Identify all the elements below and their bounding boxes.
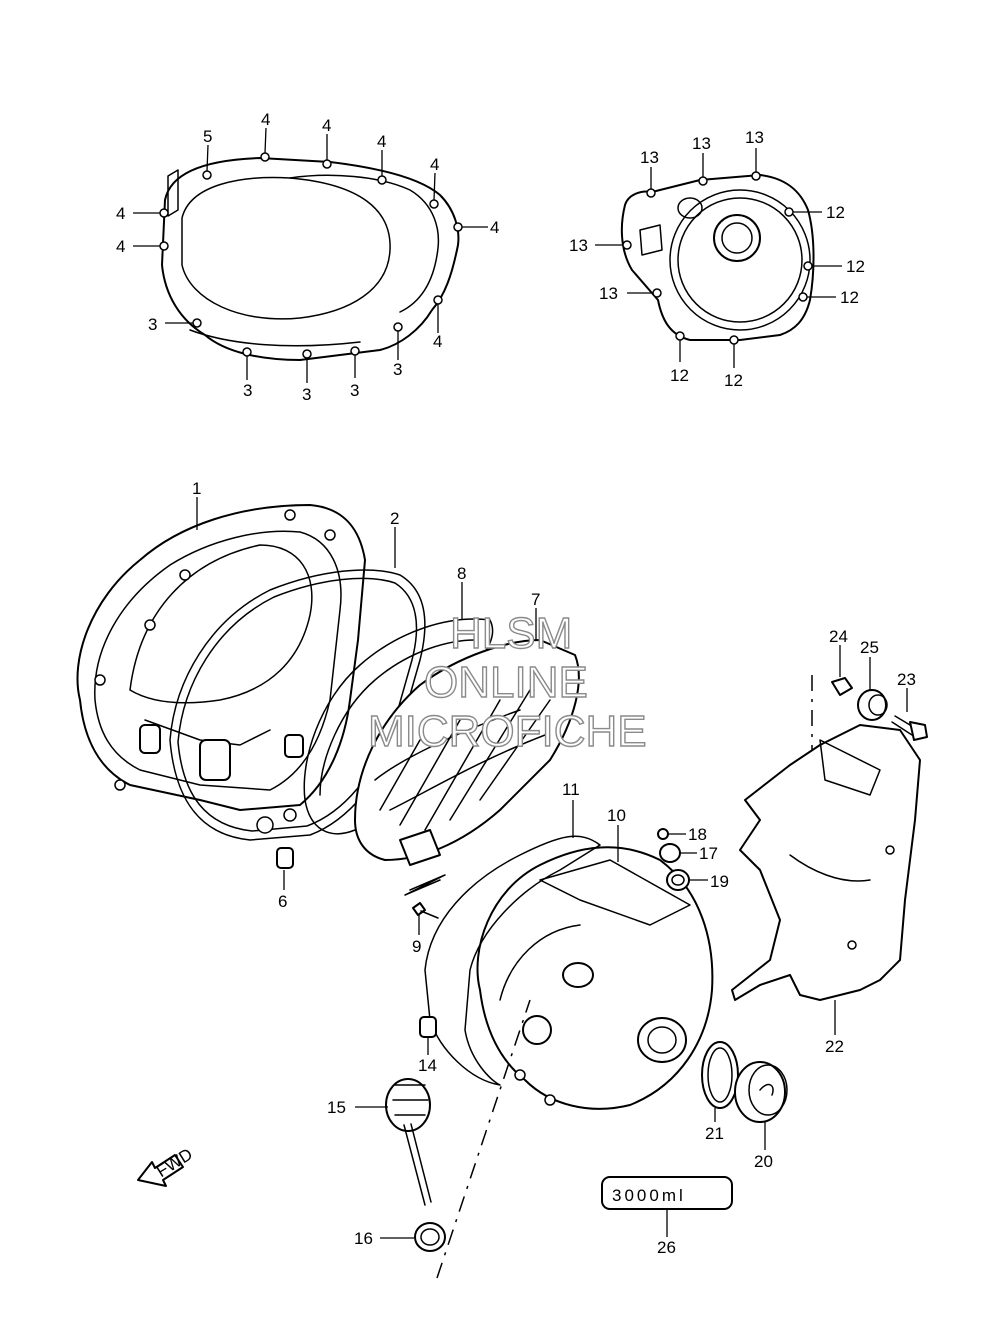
- callout-12: 12: [840, 288, 859, 307]
- callout-25: 25: [860, 638, 879, 657]
- callout-12: 12: [846, 257, 865, 276]
- dowel-part-6: [276, 847, 294, 890]
- callout-4: 4: [377, 132, 386, 151]
- callout-4: 4: [322, 116, 331, 135]
- callout-3: 3: [350, 381, 359, 400]
- callout-19: 19: [710, 872, 729, 891]
- callout-11: 11: [562, 780, 580, 799]
- generator-cover-top-view: [620, 174, 815, 341]
- clutch-cover-top-view: [161, 157, 460, 361]
- watermark: HLSM ONLINE MICROFICHE: [367, 608, 647, 756]
- watermark-line-3: MICROFICHE: [368, 707, 647, 756]
- gasket-part-2: [169, 569, 426, 841]
- oil-quantity-box-part-26: 3000ml: [601, 1176, 733, 1237]
- callout-3: 3: [148, 315, 157, 334]
- leaders-top-left: [133, 127, 488, 383]
- watermark-line-2: ONLINE: [424, 658, 588, 707]
- callout-13: 13: [569, 236, 588, 255]
- callout-18: 18: [688, 825, 707, 844]
- oil-quantity-text: 3000ml: [612, 1186, 686, 1205]
- callout-4: 4: [490, 218, 499, 237]
- o-ring-part-16: [380, 1222, 446, 1252]
- forward-arrow-icon: FWD: [137, 1144, 196, 1187]
- plate-part-7: [354, 639, 580, 866]
- callout-13: 13: [640, 148, 659, 167]
- callout-9: 9: [412, 937, 421, 956]
- callout-4: 4: [116, 237, 125, 256]
- callout-21: 21: [705, 1124, 724, 1143]
- callout-6: 6: [278, 892, 287, 911]
- small-parts-17-18-19: [657, 828, 708, 891]
- watermark-line-1: HLSM: [450, 609, 572, 658]
- callout-4: 4: [116, 204, 125, 223]
- generator-cover-part-10: [476, 846, 714, 1110]
- callout-13: 13: [599, 284, 618, 303]
- leaders-main: [196, 497, 619, 862]
- parts-24-25: [831, 645, 888, 721]
- gasket-part-11: [424, 800, 601, 1086]
- oil-filler-cap-part-15: [355, 1078, 432, 1206]
- callout-5: 5: [203, 127, 212, 146]
- callout-7: 7: [531, 590, 540, 609]
- cover-bolts-top-right: [622, 171, 813, 345]
- callout-3: 3: [302, 385, 311, 404]
- callout-14: 14: [418, 1056, 437, 1075]
- clutch-cover-part-1: [76, 504, 366, 811]
- callout-17: 17: [699, 844, 718, 863]
- callout-3: 3: [393, 360, 402, 379]
- callout-labels: 5 4 4 4 4 4 4 3 3 3 3 3 4 4 13 13 13 12 …: [116, 110, 916, 1257]
- callout-12: 12: [670, 366, 689, 385]
- callout-8: 8: [457, 564, 466, 583]
- callout-15: 15: [327, 1098, 346, 1117]
- callout-3: 3: [243, 381, 252, 400]
- callout-12: 12: [826, 203, 845, 222]
- callout-1: 1: [192, 479, 201, 498]
- callout-4: 4: [433, 332, 442, 351]
- leaders-top-right: [595, 148, 842, 368]
- callout-22: 22: [825, 1037, 844, 1056]
- callout-2: 2: [390, 509, 399, 528]
- callout-13: 13: [692, 134, 711, 153]
- bolt-part-23: [891, 688, 928, 741]
- callout-13: 13: [745, 128, 764, 147]
- outer-cover-part-22: [731, 724, 921, 1035]
- fwd-label: FWD: [153, 1144, 196, 1181]
- dowel-part-14: [419, 1016, 437, 1055]
- callout-26: 26: [657, 1238, 676, 1257]
- callout-24: 24: [829, 627, 848, 646]
- callout-4: 4: [261, 110, 270, 129]
- callout-23: 23: [897, 670, 916, 689]
- callout-20: 20: [754, 1152, 773, 1171]
- callout-12: 12: [724, 371, 743, 390]
- callout-4: 4: [430, 155, 439, 174]
- callout-16: 16: [354, 1229, 373, 1248]
- assembly-line-15: [436, 999, 531, 1279]
- callout-10: 10: [607, 806, 626, 825]
- o-ring-part-21: [701, 1041, 739, 1122]
- plug-part-20: [734, 1061, 788, 1150]
- bolt-part-9: [404, 874, 446, 935]
